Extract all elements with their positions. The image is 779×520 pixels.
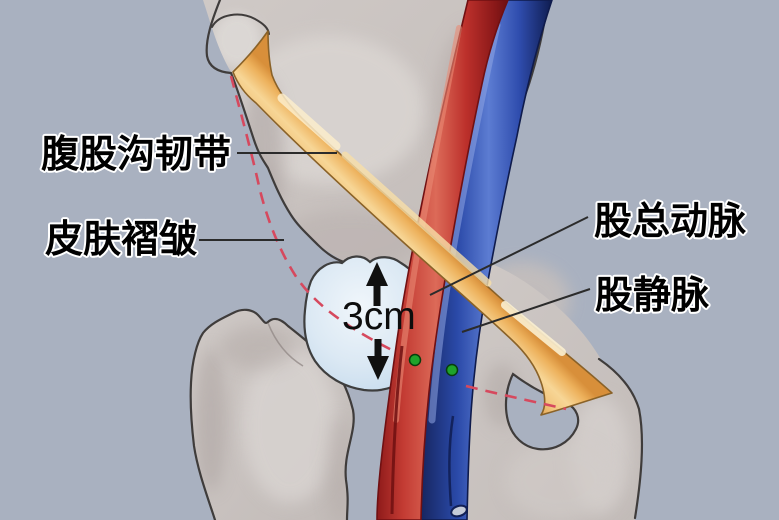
trochanter-detail-line bbox=[267, 322, 304, 367]
vein-branch-crease bbox=[448, 415, 455, 507]
label-common-femoral-artery: 股总动脉 bbox=[594, 201, 747, 243]
ligament-highlight-1 bbox=[277, 93, 341, 151]
inguinal-ligament-band bbox=[232, 30, 613, 416]
down-arrow-head bbox=[367, 356, 389, 380]
measurement-text: 3cm bbox=[342, 295, 416, 338]
iliac-crest-outline bbox=[211, 13, 270, 35]
artery-puncture-dot bbox=[408, 353, 422, 367]
pubis-outline bbox=[597, 357, 644, 520]
artery-branch-crease bbox=[390, 345, 404, 515]
skin-crease-dashed-line-right bbox=[465, 384, 567, 411]
ilium-outline bbox=[205, 0, 346, 264]
label-skin-fold: 皮肤褶皱 bbox=[45, 219, 198, 261]
label-inguinal-ligament: 腹股沟韧带 bbox=[41, 134, 231, 176]
vein-cut-end bbox=[450, 504, 468, 518]
up-arrow-head bbox=[366, 262, 388, 286]
text-labels: 腹股沟韧带 皮肤褶皱 股总动脉 股静脉 bbox=[39, 132, 749, 319]
leader-femoral-vein bbox=[461, 288, 591, 333]
skin-crease-dashed-line-left bbox=[229, 75, 405, 358]
leader-femoral-artery bbox=[429, 216, 589, 296]
vein-puncture-dot bbox=[445, 363, 459, 377]
measurement-annotation: 3cm bbox=[342, 262, 416, 380]
leader-lines bbox=[199, 152, 591, 333]
femur-bone bbox=[189, 308, 355, 520]
ligament-highlight-2 bbox=[341, 151, 492, 287]
label-femoral-vein: 股静脉 bbox=[595, 275, 710, 317]
ligament-highlight-3 bbox=[501, 301, 566, 356]
femur-outline bbox=[189, 308, 355, 520]
